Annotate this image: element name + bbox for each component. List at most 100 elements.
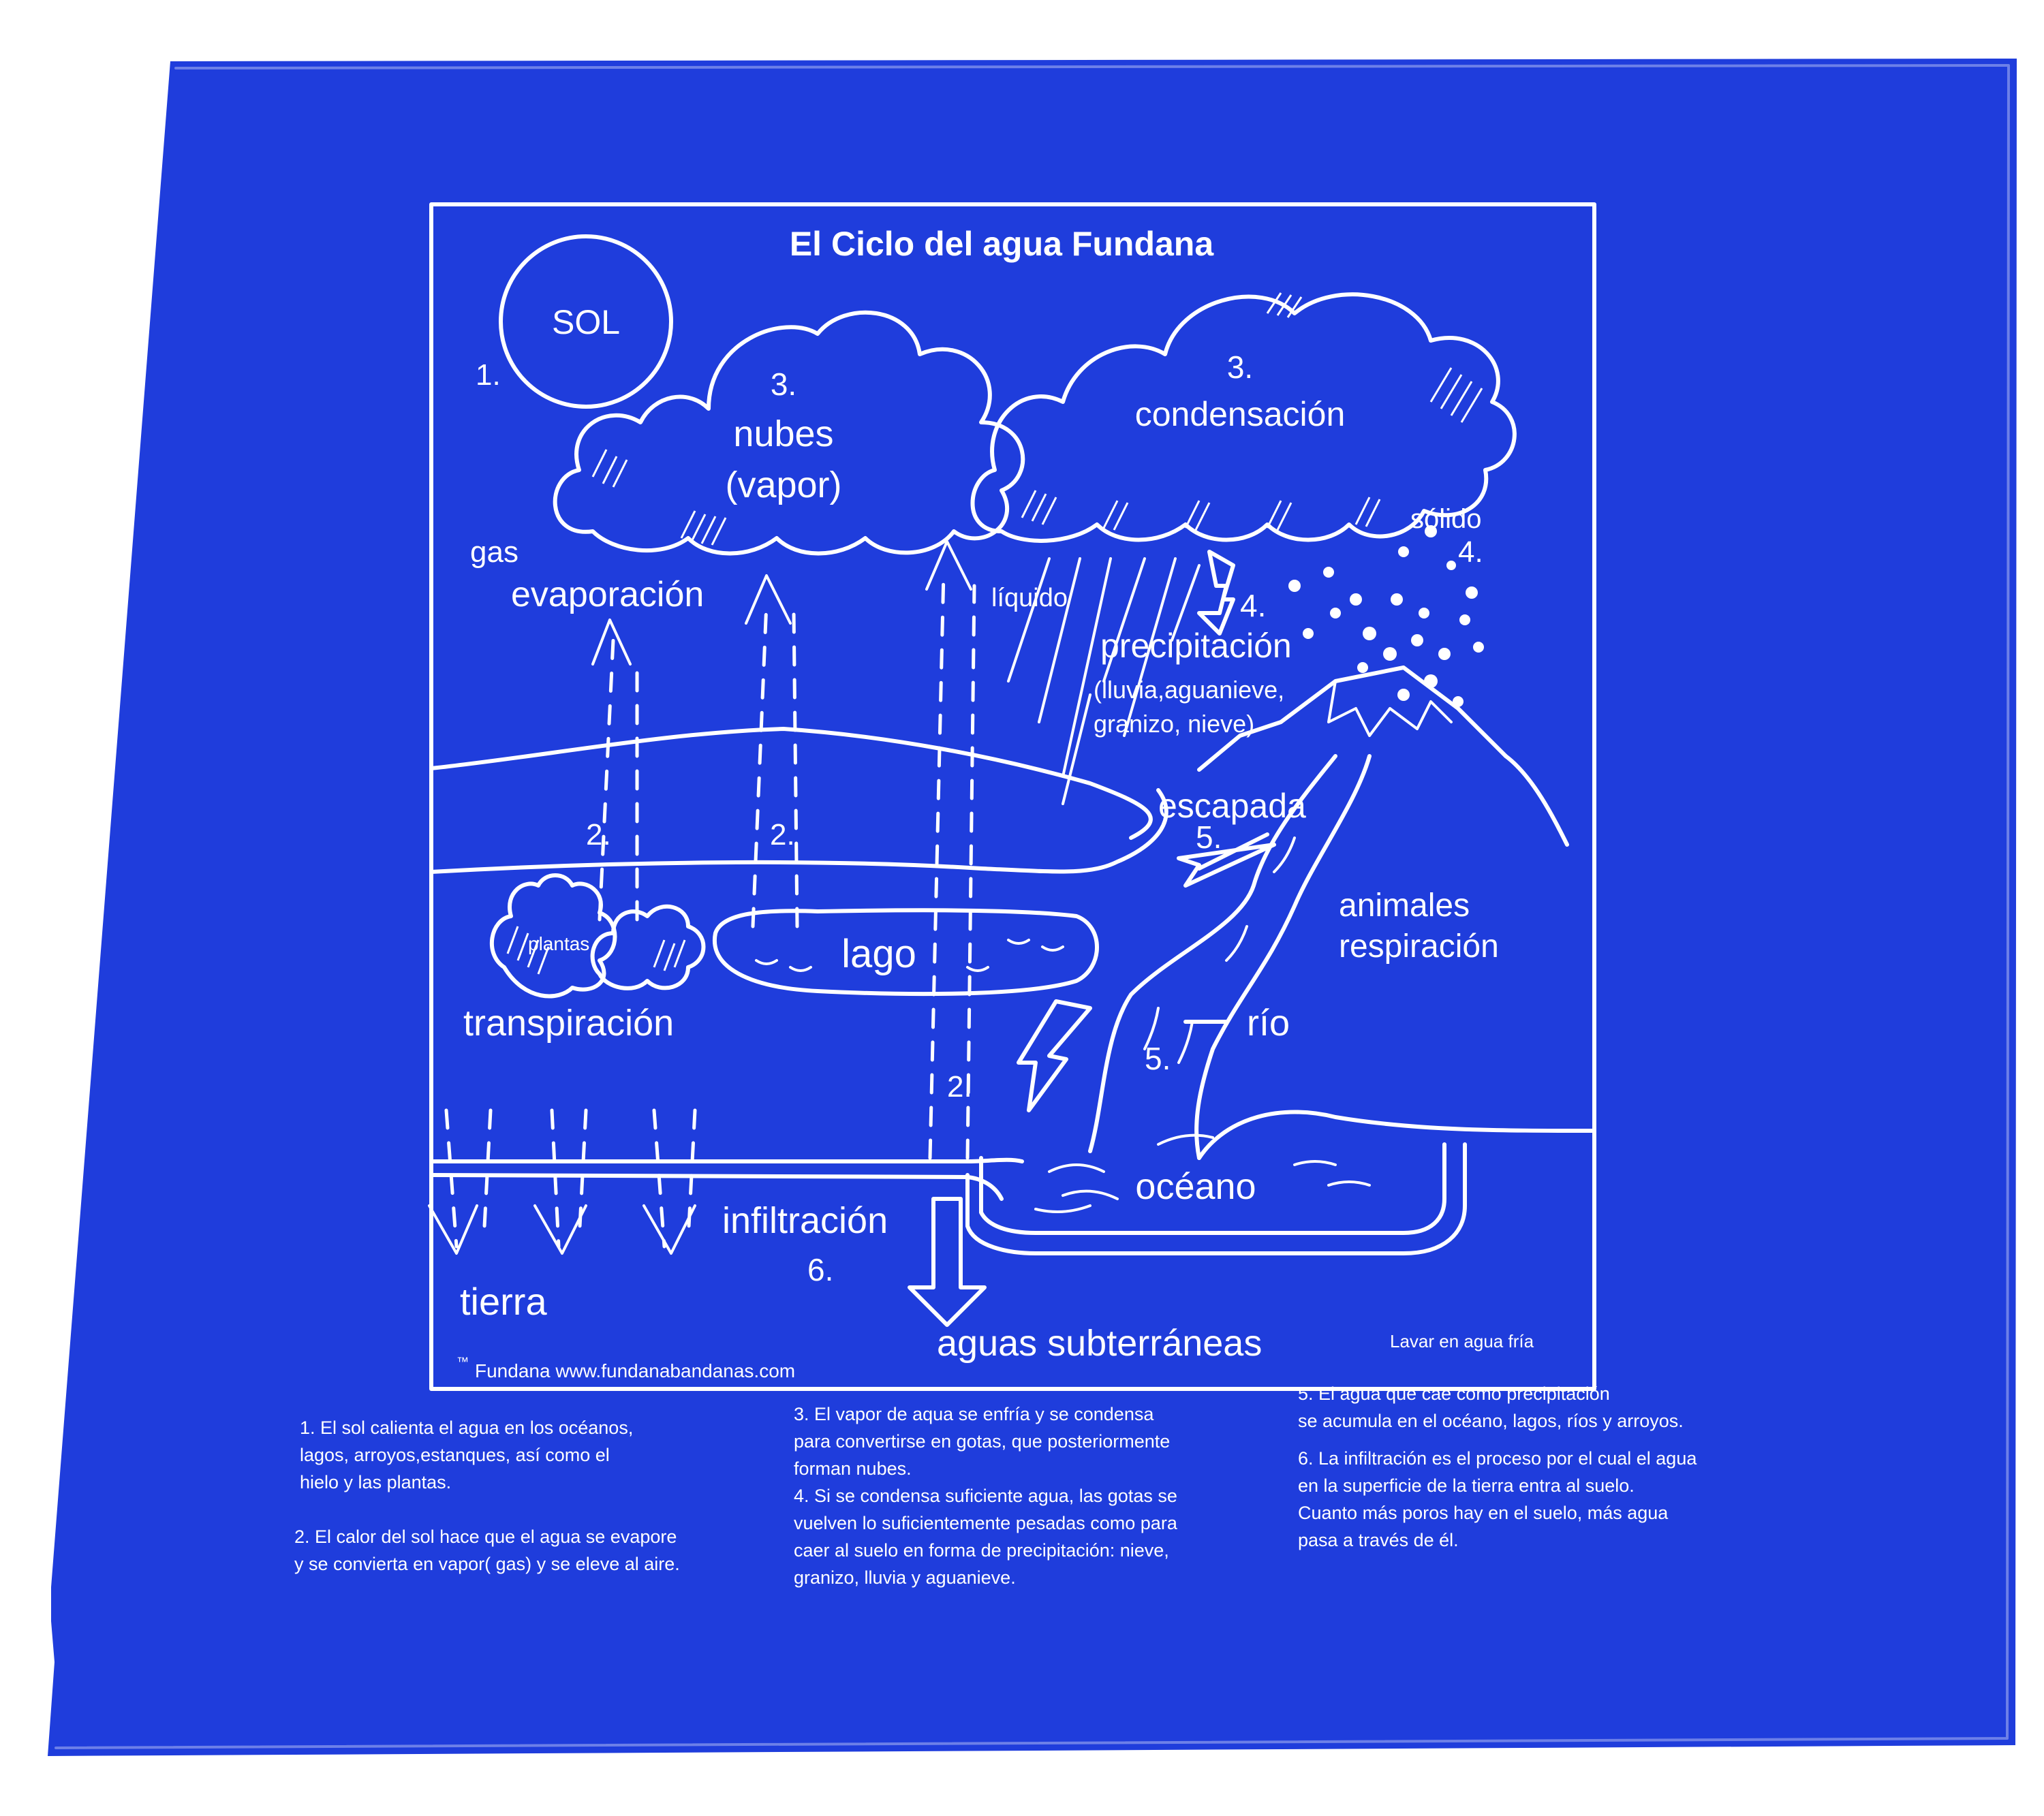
ocean-waves: [1034, 1133, 1371, 1213]
evaporation-arrow-5-head: [925, 540, 972, 591]
infiltration-arrows: [428, 1108, 697, 1255]
evaporation-arrow-1: [598, 638, 615, 922]
note-line: granizo, lluvia y aguanieve.: [794, 1567, 1016, 1588]
note-line: Cuanto más poros hay en el suelo, más ag…: [1298, 1503, 1669, 1523]
plants-icon: [490, 873, 617, 999]
respiration-label: respiración: [1339, 928, 1499, 965]
notes-column-3: 5. El agua que cae como precipitación se…: [1298, 1383, 1697, 1550]
river-bank: [1194, 754, 1372, 1160]
notes-column-1: 1. El sol calienta el agua en los océano…: [294, 1418, 680, 1574]
ocean-basin: [965, 1142, 1467, 1255]
page-title: El Ciclo del agua Fundana: [790, 225, 1215, 263]
sun-icon: [499, 234, 673, 409]
rain-cloud-shading: [1021, 292, 1483, 531]
rain-icon: [1007, 557, 1201, 805]
transpiration-label: transpiración: [463, 1003, 674, 1044]
infiltration-label: infiltración: [722, 1200, 888, 1241]
mountain-icon: [1197, 666, 1508, 772]
precipitation-label: precipitación: [1100, 627, 1292, 665]
note-line: 1. El sol calienta el agua en los océano…: [300, 1418, 633, 1438]
fabric-background: [48, 59, 2017, 1756]
infiltration-number: 6.: [807, 1252, 833, 1287]
lake-icon: [712, 908, 1099, 997]
mountain-snow: [1327, 680, 1453, 737]
sun-label: SOL: [552, 303, 620, 341]
condensation-number: 3.: [1227, 349, 1253, 385]
evaporation-label: evaporación: [511, 575, 704, 614]
river-icon: [1088, 754, 1337, 1153]
river-number: 5.: [1145, 1041, 1171, 1076]
note-line: pasa a través de él.: [1298, 1530, 1459, 1550]
fabric-hem: [55, 64, 2010, 1749]
groundwater-label: aguas subterráneas: [937, 1323, 1262, 1364]
river-label: río: [1247, 1003, 1290, 1044]
animals-label: animales: [1339, 888, 1470, 924]
precipitation-sublabel-1: (lluvia,aguanieve,: [1094, 676, 1284, 704]
solid-number: 4.: [1458, 535, 1483, 569]
rain-cloud-icon: [970, 292, 1517, 543]
lake-ripples: [755, 939, 1064, 972]
diagram-frame: [429, 202, 1596, 1391]
note-line: 2. El calor del sol hace que el agua se …: [294, 1527, 677, 1547]
notes-column-2: 3. El vapor de aqua se enfría y se conde…: [794, 1404, 1178, 1588]
runoff-arrow-shaft: [1197, 832, 1269, 871]
note-line: lagos, arroyos,estanques, así como el: [300, 1445, 610, 1465]
evaporation-arrow-5: [928, 570, 946, 1160]
step-1-label: 1.: [476, 358, 501, 392]
evaporation-arrow-3-head: [745, 574, 792, 625]
note-line: vuelven lo suficientemente pesadas como …: [794, 1513, 1178, 1533]
note-line: 3. El vapor de aqua se enfría y se conde…: [794, 1404, 1154, 1424]
lake-label: lago: [841, 932, 916, 976]
runoff-down-arrow-icon: [1017, 999, 1092, 1112]
solid-label: sólido: [1410, 504, 1482, 534]
evaporation-arrow-6: [965, 584, 976, 1160]
ocean-label: océano: [1135, 1166, 1256, 1207]
evaporation-arrow-4: [792, 608, 799, 928]
plants-shading: [506, 926, 686, 975]
step-2-label-c: 2.: [947, 1070, 972, 1103]
note-line: se acumula en el océano, lagos, ríos y a…: [1298, 1411, 1684, 1431]
clouds-number: 3.: [771, 366, 796, 402]
ground-surface: [429, 1157, 1024, 1163]
step-2-label-b: 2.: [770, 818, 795, 851]
liquid-label: líquido: [991, 584, 1068, 612]
evaporation-arrow-3: [751, 601, 769, 928]
river-ripples: [1143, 836, 1296, 1064]
coastline: [1197, 754, 1596, 1160]
plants-label: plantas: [528, 933, 589, 954]
credit-line: Fundana www.fundanabandanas.com: [475, 1360, 795, 1381]
land-line: [429, 788, 1168, 874]
note-line: forman nubes.: [794, 1458, 912, 1479]
runoff-number: 5.: [1196, 819, 1222, 855]
soil-label: tierra: [460, 1280, 547, 1323]
cloud-icon: [553, 310, 1025, 556]
step-2-label-a: 2.: [586, 818, 611, 851]
hill-horizon: [429, 727, 1153, 840]
trademark-symbol: ™: [456, 1355, 469, 1368]
note-line: hielo y las plantas.: [300, 1472, 451, 1492]
snow-icon: [1288, 525, 1484, 707]
note-line: en la superficie de la tierra entra al s…: [1298, 1475, 1635, 1496]
runoff-arrow-icon: [1177, 843, 1276, 888]
note-line: y se convierta en vapor( gas) y se eleve…: [294, 1554, 680, 1574]
note-line: 6. La infiltración es el proceso por el …: [1298, 1448, 1697, 1469]
runoff-label: escapada: [1158, 787, 1306, 825]
clouds-sublabel: (vapor): [725, 465, 841, 505]
precipitation-arrow-icon: [1197, 550, 1235, 636]
note-line: 5. El agua que cae como precipitación: [1298, 1383, 1610, 1404]
note-line: 4. Si se condensa suficiente agua, las g…: [794, 1486, 1177, 1506]
evaporation-arrow-1-head: [591, 619, 632, 666]
cloud-shading: [591, 449, 727, 546]
ocean-icon: [979, 1142, 1446, 1235]
precipitation-number: 4.: [1240, 588, 1266, 623]
plants-icon-2: [590, 904, 706, 990]
precipitation-sublabel-2: granizo, nieve): [1094, 710, 1254, 738]
clouds-label: nubes: [733, 413, 833, 454]
condensation-label: condensación: [1135, 395, 1346, 433]
note-line: caer al suelo en forma de precipitación:…: [794, 1540, 1169, 1561]
groundwater-arrow-icon: [908, 1197, 987, 1327]
wash-instructions: Lavar en agua fría: [1390, 1331, 1534, 1351]
note-line: para convertirse en gotas, que posterior…: [794, 1431, 1170, 1452]
gas-label: gas: [470, 535, 518, 569]
